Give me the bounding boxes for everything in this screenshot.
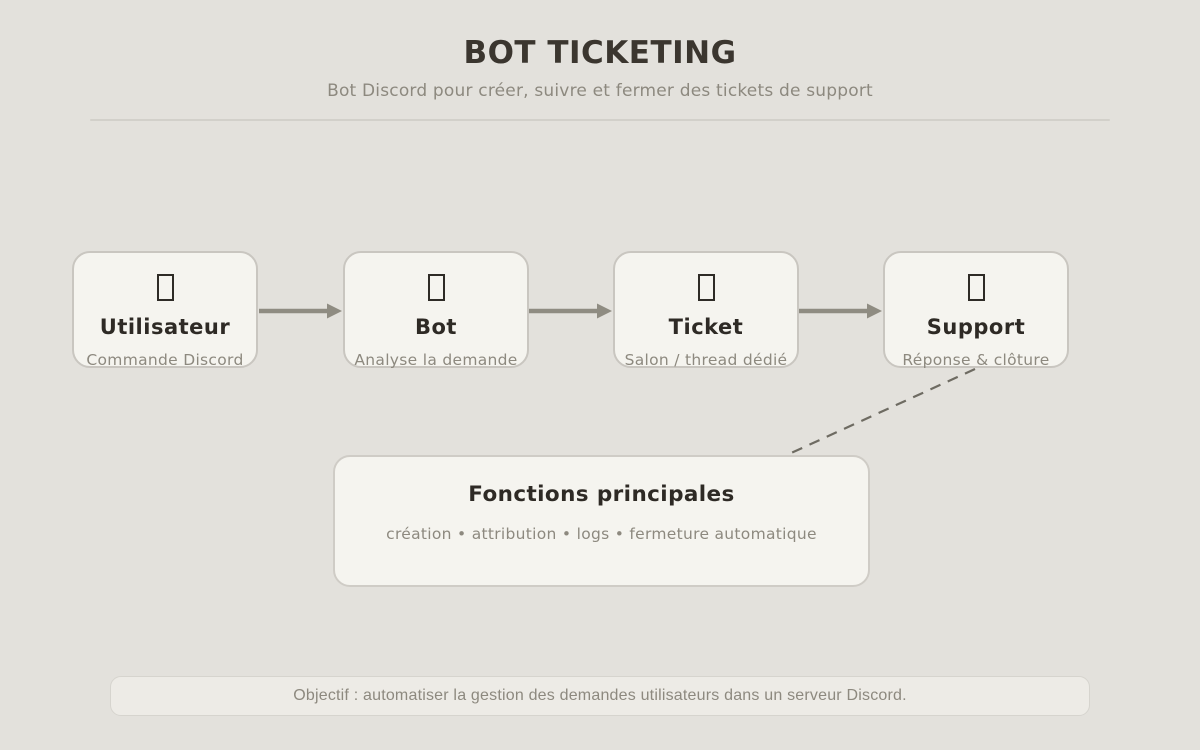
arrow-bot-to-ticket xyxy=(529,303,612,319)
functions-box-items: création • attribution • logs • fermetur… xyxy=(386,525,817,543)
arrow-utilisateur-to-bot xyxy=(259,303,342,319)
page-title: BOT TICKETING xyxy=(463,35,737,71)
objective-bar: Objectif : automatiser la gestion des de… xyxy=(110,676,1090,716)
flow-node-utilisateur: Utilisateur Commande Discord xyxy=(72,251,258,368)
header-divider xyxy=(90,119,1110,121)
ticket-missing-glyph-icon xyxy=(697,274,715,301)
dashed-connector-support-to-functions xyxy=(788,367,976,456)
flow-node-support: Support Réponse & clôture xyxy=(883,251,1069,368)
functions-box-title: Fonctions principales xyxy=(468,482,735,507)
arrow-ticket-to-support xyxy=(799,303,882,319)
page-subtitle: Bot Discord pour créer, suivre et fermer… xyxy=(327,81,873,101)
support-missing-glyph-icon xyxy=(967,274,985,301)
functions-box: Fonctions principales création • attribu… xyxy=(333,455,870,587)
robot-missing-glyph-icon xyxy=(427,274,445,301)
node-label: Bot xyxy=(415,315,457,339)
flow-node-ticket: Ticket Salon / thread dédié xyxy=(613,251,799,368)
node-sublabel: Analyse la demande xyxy=(354,351,518,369)
flow-node-bot: Bot Analyse la demande xyxy=(343,251,529,368)
node-sublabel: Salon / thread dédié xyxy=(624,351,788,369)
node-sublabel: Commande Discord xyxy=(86,351,244,369)
objective-text: Objectif : automatiser la gestion des de… xyxy=(293,687,907,704)
node-label: Ticket xyxy=(668,315,744,339)
node-label: Support xyxy=(926,315,1026,339)
node-sublabel: Réponse & clôture xyxy=(902,351,1050,369)
user-missing-glyph-icon xyxy=(156,274,174,301)
node-label: Utilisateur xyxy=(99,315,231,339)
